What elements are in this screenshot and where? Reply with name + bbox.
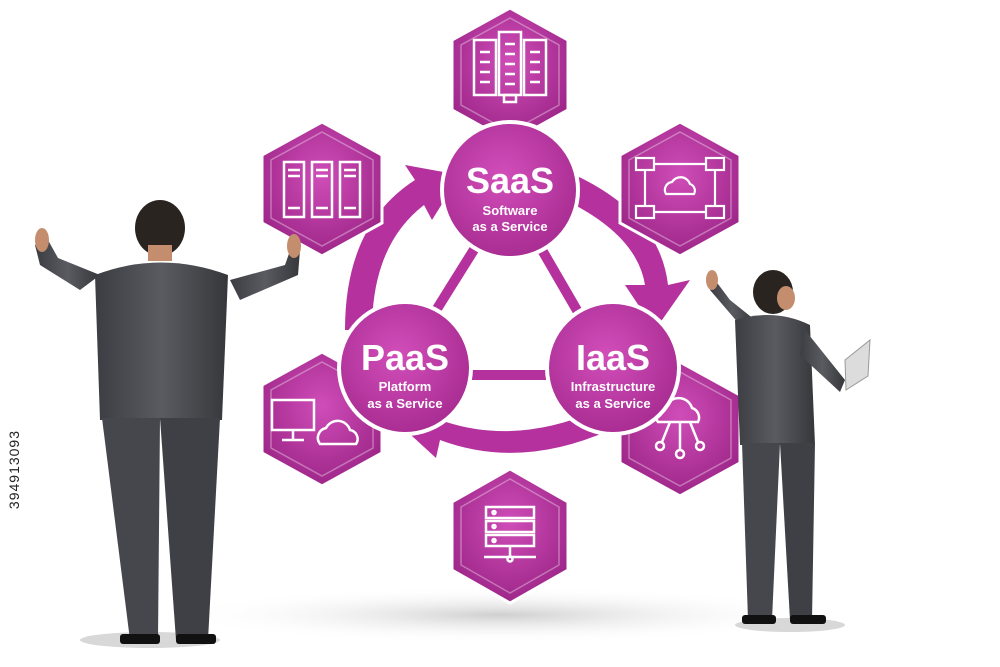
stock-id-label: 394913093 bbox=[6, 430, 22, 510]
cycle-arrows bbox=[345, 165, 690, 458]
arrow-saas-to-iaas bbox=[565, 175, 690, 330]
node-paas-subtitle-line1: Platform bbox=[379, 379, 432, 394]
server-network-icon bbox=[484, 505, 536, 563]
node-saas-subtitle-line1: Software bbox=[483, 203, 538, 218]
node-saas: SaaS Software as a Service bbox=[440, 120, 580, 260]
node-iaas-subtitle-line2: as a Service bbox=[575, 396, 650, 411]
network-cloud-icon bbox=[634, 156, 726, 220]
node-paas: PaaS Platform as a Service bbox=[337, 300, 473, 436]
node-iaas-title: IaaS bbox=[576, 337, 650, 378]
floor-shadow bbox=[170, 587, 830, 643]
desktop-cloud-icon bbox=[270, 398, 359, 446]
hexagon-bottom bbox=[450, 467, 570, 605]
arrow-paas-to-saas bbox=[345, 165, 460, 330]
hexagon-top bbox=[450, 6, 570, 144]
node-paas-subtitle-line2: as a Service bbox=[367, 396, 442, 411]
node-iaas: IaaS Infrastructure as a Service bbox=[545, 300, 681, 436]
hexagon-upper-left bbox=[260, 120, 384, 258]
server-rack-icon bbox=[282, 160, 362, 219]
node-iaas-subtitle-line1: Infrastructure bbox=[571, 379, 656, 394]
businessman-left bbox=[35, 200, 301, 648]
node-paas-title: PaaS bbox=[361, 337, 449, 378]
arrow-iaas-to-paas bbox=[400, 405, 610, 458]
node-saas-subtitle-line2: as a Service bbox=[472, 219, 547, 234]
building-icon bbox=[472, 30, 548, 104]
businessman-right bbox=[706, 270, 871, 632]
tablet-icon bbox=[844, 338, 871, 391]
hexagon-upper-right bbox=[618, 120, 742, 258]
node-saas-title: SaaS bbox=[466, 160, 554, 201]
